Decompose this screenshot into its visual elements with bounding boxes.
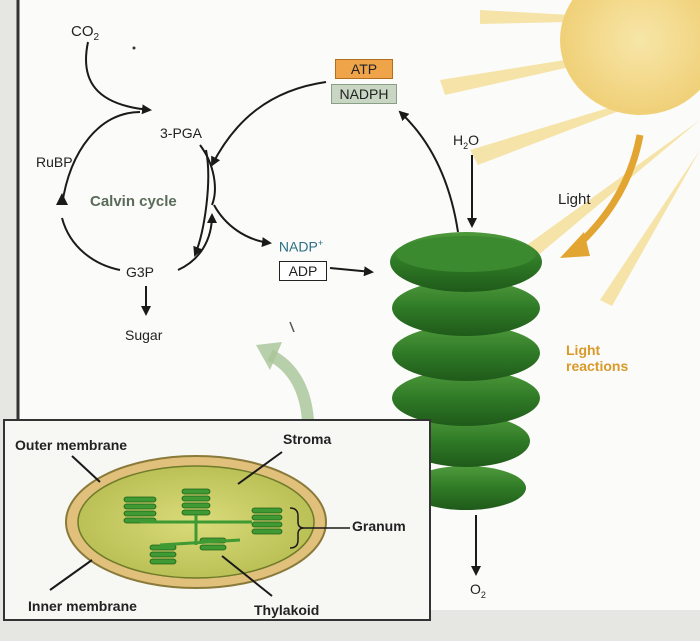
stroma-tick [289,321,295,333]
rubp-label: RuBP [36,154,73,170]
calvin-arc-to-g3p [193,149,210,257]
granum-label: Granum [352,518,406,534]
g3p-label: G3P [126,264,155,280]
adp-to-light-arrow [329,266,374,277]
thylakoid-disc [406,466,526,510]
thylakoid-leader [221,555,273,597]
calvin-arc-bottom-left [61,217,121,271]
o2-label: O2 [470,581,486,600]
atp-nadph-to-cycle-arrow [211,81,327,167]
sun [560,0,700,115]
outer-membrane-leader [71,455,101,483]
calvin-arrowhead-rubp [56,193,68,205]
inner-membrane-leader [49,559,93,591]
chloroplast-grana [123,488,283,565]
outer-membrane-label: Outer membrane [15,437,128,453]
light-reactions-line2: reactions [566,358,629,374]
light-reactions-line1: Light [566,342,601,358]
light-arrow-head [560,232,590,258]
light-to-atp-arrow [398,110,459,233]
pga-label: 3-PGA [160,125,203,141]
calvin-arc-bottom-right [177,213,217,271]
nadp-box: NADP+ [278,238,324,255]
cycle-to-nadp-arrow [213,204,272,248]
zoom-arrow [267,349,314,421]
co2-label: CO2 [71,23,100,43]
thylakoid-disc [392,280,540,336]
thylakoid-disc [402,415,530,467]
calvin-arc-right [199,144,216,206]
nadph-box: NADPH [331,84,397,104]
thylakoid-label: Thylakoid [254,602,320,618]
stroma-label: Stroma [283,431,332,447]
calvin-arc-top-left [61,111,141,206]
calvin-cycle-title: Calvin cycle [90,193,177,210]
h2o-label: H2O [453,132,480,151]
light-label: Light [558,191,591,208]
thylakoid-disc [392,370,540,426]
thylakoid-disc-top [396,236,536,272]
thylakoid-stack [390,232,542,510]
thylakoid-disc [392,325,540,381]
stroma-leader [237,451,283,485]
atp-box: ATP [335,59,393,79]
inner-membrane-label: Inner membrane [28,598,137,614]
sugar-label: Sugar [125,327,163,343]
dot-mark [132,46,136,50]
co2-arrow [84,41,152,115]
adp-box: ADP [279,261,327,281]
zoom-arrow-head [256,342,282,370]
